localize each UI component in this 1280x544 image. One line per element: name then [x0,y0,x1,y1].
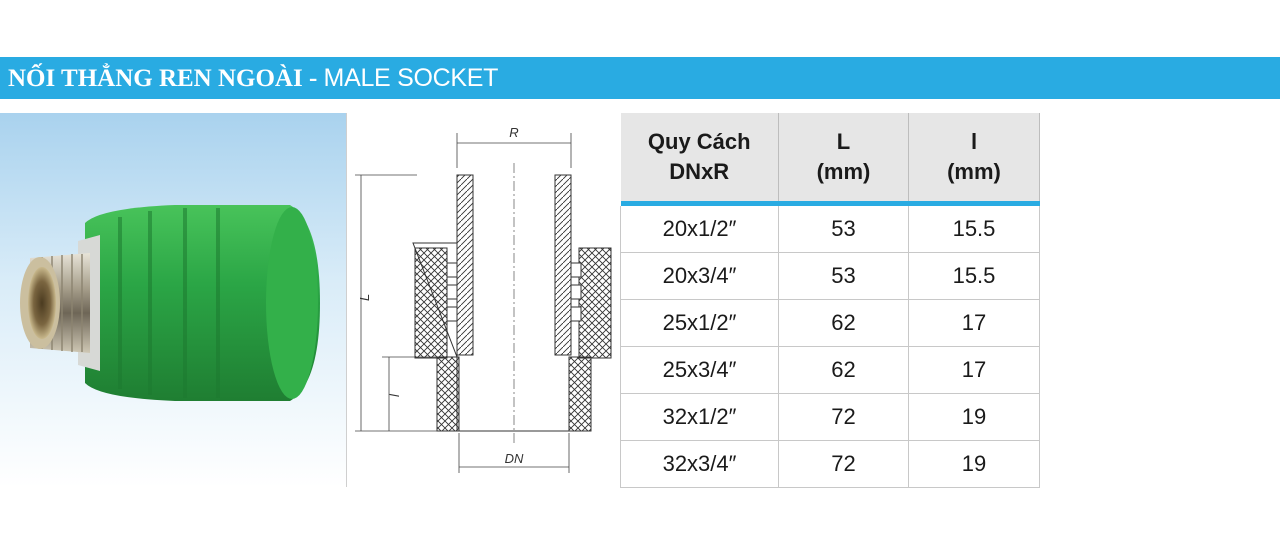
header-divider [620,201,1040,206]
table-row: 32x1/2″ 72 19 [620,393,1040,441]
dim-label-l-total: L [357,294,372,301]
dim-label-r: R [509,125,518,140]
header-length-small-l: l(mm) [908,113,1040,201]
cell-L: 62 [778,346,909,394]
header-length-l: L(mm) [778,113,909,201]
cell-spec: 20x1/2″ [620,206,779,253]
cell-spec: 32x1/2″ [620,393,779,441]
cell-l: 15.5 [908,206,1040,253]
table-row: 20x3/4″ 53 15.5 [620,252,1040,300]
cell-L: 72 [778,440,909,488]
product-photo [0,113,347,487]
table-row: 32x3/4″ 72 19 [620,440,1040,488]
cell-l: 19 [908,440,1040,488]
cell-l: 15.5 [908,252,1040,300]
section-drawing: R L l DN [355,125,612,473]
cell-l: 19 [908,393,1040,441]
title-banner: NỐI THẲNG REN NGOÀI - MALE SOCKET [0,57,1280,99]
cell-spec: 20x3/4″ [620,252,779,300]
title-vietnamese: NỐI THẲNG REN NGOÀI [8,65,303,92]
cell-L: 53 [778,206,909,253]
male-socket-image [20,205,320,401]
dim-label-l-socket: l [387,393,402,397]
cell-L: 53 [778,252,909,300]
dim-label-dn: DN [505,451,524,466]
cell-L: 62 [778,299,909,347]
technical-drawing: R L l DN [346,113,621,487]
cell-l: 17 [908,299,1040,347]
cell-l: 17 [908,346,1040,394]
table-row: 25x1/2″ 62 17 [620,299,1040,347]
title-separator: - [302,65,324,92]
title-english: MALE SOCKET [323,64,499,92]
cell-spec: 25x1/2″ [620,299,779,347]
cell-L: 72 [778,393,909,441]
cell-spec: 32x3/4″ [620,440,779,488]
cell-spec: 25x3/4″ [620,346,779,394]
table-row: 20x1/2″ 53 15.5 [620,206,1040,253]
table-row: 25x3/4″ 62 17 [620,346,1040,394]
page-title: NỐI THẲNG REN NGOÀI - MALE SOCKET [8,64,498,93]
